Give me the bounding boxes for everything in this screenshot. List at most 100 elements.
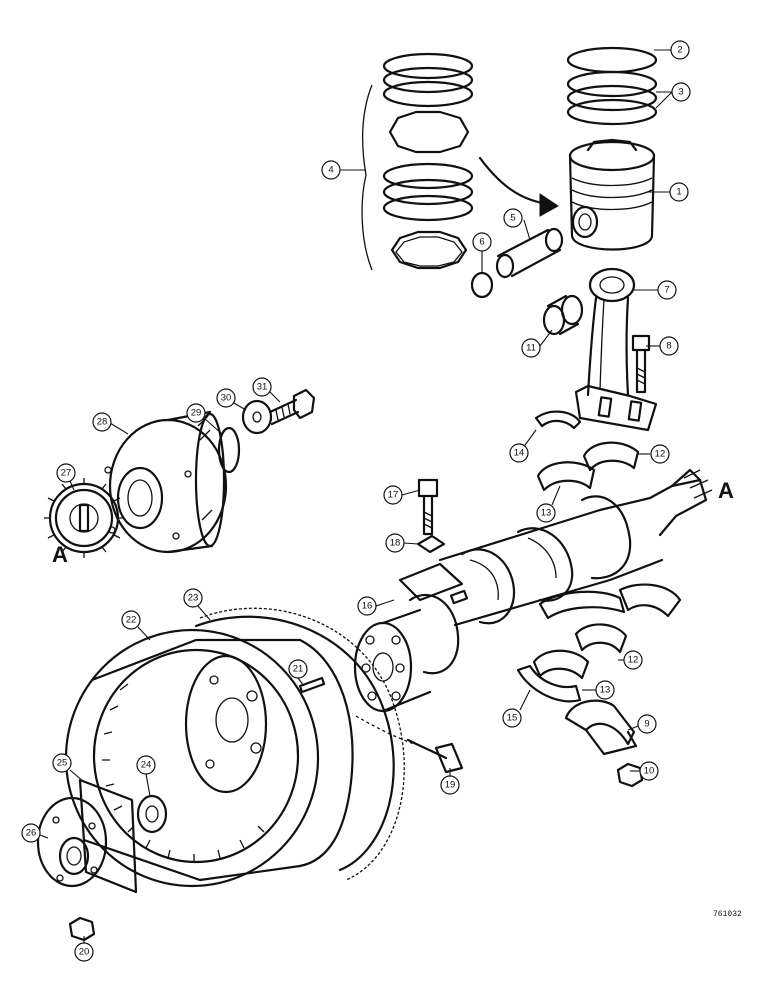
callout-19: 19 — [440, 775, 460, 795]
reference-letter-a-right: A — [718, 478, 734, 503]
callout-16: 16 — [357, 596, 377, 616]
piston-pin — [495, 227, 564, 279]
callout-3: 3 — [671, 82, 691, 102]
svg-text:19: 19 — [445, 780, 456, 791]
callout-1: 1 — [669, 182, 689, 202]
rod-bolt — [631, 334, 651, 394]
callout-14: 14 — [509, 443, 529, 463]
lock-plate — [416, 534, 446, 554]
callout-7: 7 — [657, 280, 677, 300]
main-bearing-cap — [564, 699, 638, 756]
callout-30: 30 — [216, 388, 236, 408]
svg-text:26: 26 — [26, 828, 37, 839]
callout-24: 24 — [136, 755, 156, 775]
callout-10: 10 — [639, 761, 659, 781]
callout-5: 5 — [503, 208, 523, 228]
callout-28: 28 — [92, 412, 112, 432]
piston-ring-set-group — [361, 52, 474, 271]
svg-text:22: 22 — [126, 615, 137, 626]
pulley-washer — [241, 399, 273, 435]
main-bearing-upper-shell — [582, 441, 640, 472]
callout-15: 15 — [502, 708, 522, 728]
svg-text:5: 5 — [510, 213, 515, 224]
svg-text:1: 1 — [676, 187, 681, 198]
rear-main-bearing-upper — [574, 623, 628, 654]
o-ring — [217, 426, 241, 474]
svg-text:20: 20 — [79, 947, 90, 958]
main-bearing-lower-shell — [536, 461, 596, 492]
callout-12: 12 — [650, 444, 670, 464]
flange-nut — [68, 916, 96, 942]
svg-text:29: 29 — [191, 408, 202, 419]
pilot-bearing — [136, 794, 168, 834]
reference-letter-a-left: A — [52, 542, 68, 567]
callout-27: 27 — [56, 463, 76, 483]
rear-main-bearing-lower — [532, 649, 590, 680]
callout-13: 13 — [536, 503, 556, 523]
svg-text:7: 7 — [664, 285, 669, 296]
callout-17: 17 — [383, 485, 403, 505]
crankshaft-pulley — [104, 410, 228, 554]
callout-29: 29 — [186, 403, 206, 423]
svg-text:9: 9 — [644, 719, 649, 730]
callout-31: 31 — [252, 377, 272, 397]
flywheel — [64, 628, 354, 888]
svg-text:2: 2 — [677, 45, 682, 56]
pulley-bolt — [268, 388, 316, 426]
piston — [568, 138, 656, 251]
callout-21: 21 — [288, 659, 308, 679]
svg-text:4: 4 — [328, 165, 333, 176]
svg-text:12: 12 — [628, 655, 639, 666]
flywheel-bolt — [406, 738, 464, 774]
svg-text:6: 6 — [479, 237, 484, 248]
svg-text:14: 14 — [514, 448, 525, 459]
crankshaft — [353, 468, 713, 713]
svg-text:11: 11 — [526, 343, 536, 354]
callout-8: 8 — [659, 336, 679, 356]
svg-text:24: 24 — [141, 760, 152, 771]
drawing-number: 761032 — [713, 910, 742, 919]
svg-text:28: 28 — [97, 417, 108, 428]
svg-text:13: 13 — [541, 508, 552, 519]
svg-text:8: 8 — [666, 341, 671, 352]
connecting-rod — [574, 267, 658, 432]
callout-23: 23 — [183, 588, 203, 608]
svg-text:30: 30 — [221, 393, 232, 404]
svg-text:10: 10 — [644, 766, 655, 777]
svg-text:21: 21 — [293, 664, 304, 675]
compression-rings — [566, 46, 658, 126]
svg-text:18: 18 — [390, 538, 401, 549]
ring-gear — [194, 607, 405, 881]
svg-text:31: 31 — [257, 382, 268, 393]
bearing-cap-nut — [616, 762, 644, 788]
svg-text:16: 16 — [362, 601, 373, 612]
thrust-washer-upper — [534, 410, 582, 430]
svg-text:12: 12 — [655, 449, 666, 460]
crankshaft-gear — [44, 478, 124, 558]
callout-20: 20 — [74, 942, 94, 962]
callout-11: 11 — [521, 338, 541, 358]
callout-18: 18 — [385, 533, 405, 553]
callout-22: 22 — [121, 610, 141, 630]
callout-13b: 13 — [595, 680, 615, 700]
snap-ring — [470, 271, 494, 299]
callout-2: 2 — [670, 40, 690, 60]
svg-text:3: 3 — [678, 87, 683, 98]
svg-text:27: 27 — [61, 468, 72, 479]
callout-25: 25 — [52, 753, 72, 773]
rear-thrust-washer — [516, 664, 582, 703]
svg-text:23: 23 — [188, 593, 199, 604]
retainer-plate — [78, 778, 138, 894]
callout-26: 26 — [21, 823, 41, 843]
callout-4: 4 — [321, 160, 341, 180]
rear-flange — [36, 796, 108, 888]
crank-bolt — [417, 478, 439, 536]
callout-9: 9 — [637, 714, 657, 734]
callout-12b: 12 — [623, 650, 643, 670]
small-end-bushing — [542, 294, 584, 336]
svg-text:13: 13 — [600, 685, 611, 696]
dowel-pin — [298, 676, 326, 694]
svg-text:17: 17 — [388, 490, 399, 501]
leader-lines — [39, 49, 673, 943]
